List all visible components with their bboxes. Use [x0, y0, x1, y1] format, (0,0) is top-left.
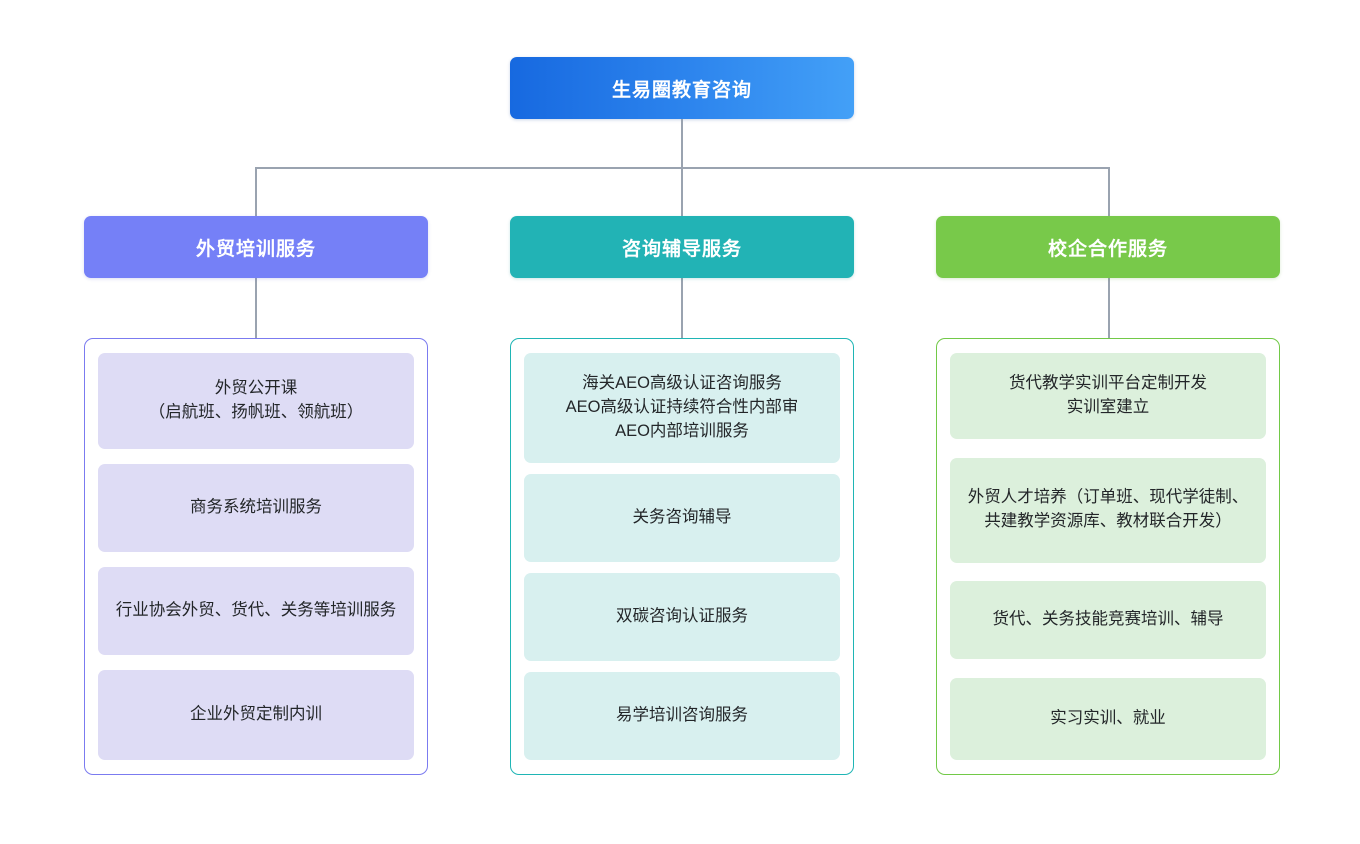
connector-items-0 [255, 278, 257, 338]
connector-items-1 [681, 278, 683, 338]
connector-branch-1 [681, 167, 683, 216]
connector-items-2 [1108, 278, 1110, 338]
item-card[interactable]: 外贸公开课 （启航班、扬帆班、领航班） [98, 353, 414, 449]
item-card[interactable]: 双碳咨询认证服务 [524, 573, 840, 661]
item-card[interactable]: 易学培训咨询服务 [524, 672, 840, 760]
item-card[interactable]: 外贸人才培养（订单班、现代学徒制、共建教学资源库、教材联合开发） [950, 457, 1266, 563]
item-card[interactable]: 商务系统培训服务 [98, 464, 414, 552]
connector-root-down [681, 119, 683, 168]
connector-branch-2 [1108, 167, 1110, 216]
item-card[interactable]: 关务咨询辅导 [524, 474, 840, 562]
item-card[interactable]: 实习实训、就业 [950, 677, 1266, 760]
branch-items-container-0: 外贸公开课 （启航班、扬帆班、领航班） 商务系统培训服务 行业协会外贸、货代、关… [84, 338, 428, 775]
branch-items-container-2: 货代教学实训平台定制开发 实训室建立 外贸人才培养（订单班、现代学徒制、共建教学… [936, 338, 1280, 775]
root-node[interactable]: 生易圈教育咨询 [510, 57, 854, 119]
branch-header-xiaoqi-hezuo[interactable]: 校企合作服务 [936, 216, 1280, 278]
branch-header-waimao-peixun[interactable]: 外贸培训服务 [84, 216, 428, 278]
item-card[interactable]: 行业协会外贸、货代、关务等培训服务 [98, 567, 414, 655]
branch-items-container-1: 海关AEO高级认证咨询服务 AEO高级认证持续符合性内部审 AEO内部培训服务 … [510, 338, 854, 775]
connector-branch-0 [255, 167, 257, 216]
item-card[interactable]: 货代教学实训平台定制开发 实训室建立 [950, 353, 1266, 439]
branch-header-zixun-fudao[interactable]: 咨询辅导服务 [510, 216, 854, 278]
item-card[interactable]: 企业外贸定制内训 [98, 670, 414, 760]
item-card[interactable]: 海关AEO高级认证咨询服务 AEO高级认证持续符合性内部审 AEO内部培训服务 [524, 353, 840, 463]
item-card[interactable]: 货代、关务技能竞赛培训、辅导 [950, 581, 1266, 660]
